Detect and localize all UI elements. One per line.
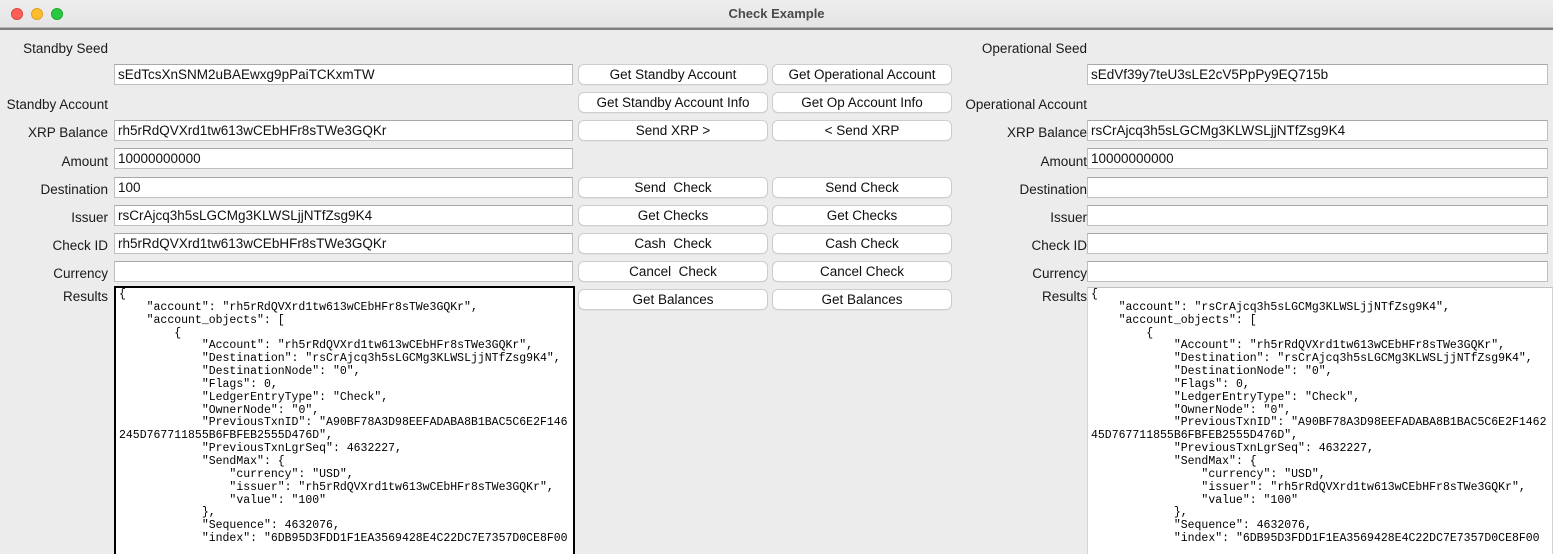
standby-amount-label: Amount	[61, 154, 108, 169]
standby-results-label: Results	[62, 289, 108, 304]
standby-issuer-input[interactable]	[114, 233, 573, 254]
standby-currency-label: Currency	[53, 266, 108, 281]
operational-get-checks-button[interactable]: Get Checks	[772, 205, 952, 226]
get-standby-account-info-button[interactable]: Get Standby Account Info	[578, 92, 768, 113]
operational-seed-input[interactable]	[1087, 64, 1548, 85]
standby-send-check-button[interactable]: Send Check	[578, 177, 768, 198]
send-xrp-to-operational-button[interactable]: Send XRP >	[578, 120, 768, 141]
standby-account-label: Standby Account	[6, 97, 108, 112]
operational-check-id-input[interactable]	[1087, 261, 1548, 282]
operational-send-check-button[interactable]: Send Check	[772, 177, 952, 198]
operational-destination-input[interactable]	[1087, 205, 1548, 226]
operational-currency-label: Currency	[1032, 266, 1087, 281]
operational-issuer-label: Issuer	[1050, 210, 1087, 225]
operational-get-balances-button[interactable]: Get Balances	[772, 289, 952, 310]
window-title: Check Example	[728, 6, 825, 21]
operational-cancel-check-button[interactable]: Cancel Check	[772, 261, 952, 282]
standby-get-balances-button[interactable]: Get Balances	[578, 289, 768, 310]
standby-account-input[interactable]	[114, 120, 573, 141]
send-xrp-to-standby-button[interactable]: < Send XRP	[772, 120, 952, 141]
standby-cash-check-button[interactable]: Cash Check	[578, 233, 768, 254]
get-operational-account-button[interactable]: Get Operational Account	[772, 64, 952, 85]
standby-issuer-label: Issuer	[71, 210, 108, 225]
standby-check-id-label: Check ID	[52, 238, 108, 253]
main-content: Standby Seed Standby Account XRP Balance…	[0, 28, 1553, 554]
operational-issuer-input[interactable]	[1087, 233, 1548, 254]
minimize-button[interactable]	[31, 7, 43, 20]
standby-xrp-balance-label: XRP Balance	[27, 125, 108, 140]
standby-seed-input[interactable]	[114, 64, 573, 85]
operational-xrp-balance-input[interactable]	[1087, 148, 1548, 169]
operational-cash-check-button[interactable]: Cash Check	[772, 233, 952, 254]
standby-destination-label: Destination	[40, 182, 108, 197]
traffic-lights	[11, 7, 63, 20]
get-op-account-info-button[interactable]: Get Op Account Info	[772, 92, 952, 113]
operational-account-label: Operational Account	[965, 97, 1087, 112]
operational-amount-input[interactable]	[1087, 177, 1548, 198]
standby-results-textarea[interactable]	[114, 286, 575, 554]
standby-destination-input[interactable]	[114, 205, 573, 226]
operational-destination-label: Destination	[1019, 182, 1087, 197]
standby-seed-label: Standby Seed	[23, 41, 108, 56]
operational-results-textarea[interactable]	[1087, 287, 1553, 554]
standby-cancel-check-button[interactable]: Cancel Check	[578, 261, 768, 282]
standby-get-checks-button[interactable]: Get Checks	[578, 205, 768, 226]
standby-xrp-balance-input[interactable]	[114, 148, 573, 169]
title-bar: Check Example	[0, 0, 1553, 28]
operational-seed-label: Operational Seed	[981, 41, 1087, 56]
standby-amount-input[interactable]	[114, 177, 573, 198]
zoom-button[interactable]	[51, 7, 63, 20]
standby-check-id-input[interactable]	[114, 261, 573, 282]
operational-xrp-balance-label: XRP Balance	[1006, 125, 1087, 140]
operational-amount-label: Amount	[1040, 154, 1087, 169]
close-button[interactable]	[11, 7, 23, 20]
operational-check-id-label: Check ID	[1031, 238, 1087, 253]
operational-results-label: Results	[1041, 289, 1087, 304]
operational-account-input[interactable]	[1087, 120, 1548, 141]
get-standby-account-button[interactable]: Get Standby Account	[578, 64, 768, 85]
